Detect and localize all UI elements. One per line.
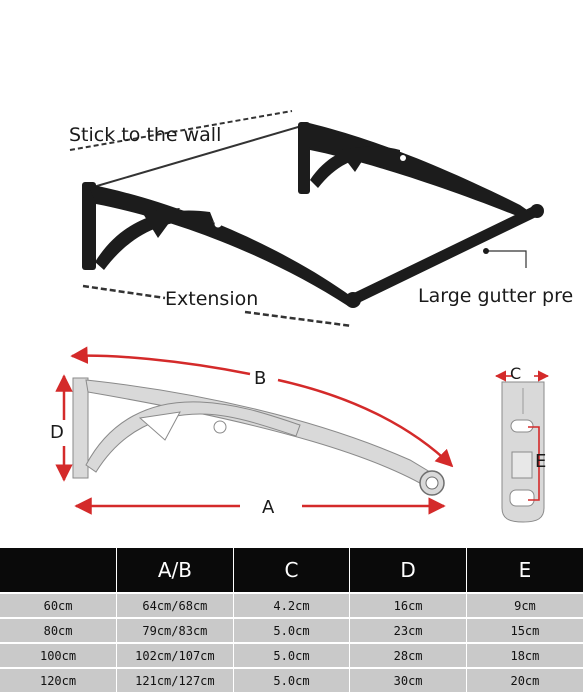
gutter-leader-line bbox=[486, 250, 527, 268]
extension-dashed-line-right bbox=[244, 310, 353, 328]
wall-dashed-line bbox=[69, 110, 293, 151]
dimension-e-bracket bbox=[528, 426, 540, 501]
back-bracket bbox=[298, 122, 530, 218]
table-row: 60cm 64cm/68cm 4.2cm 16cm 9cm bbox=[0, 592, 583, 618]
cell-c: 5.0cm bbox=[232, 617, 350, 643]
dimension-a-label: A bbox=[262, 497, 275, 518]
cell-d: 28cm bbox=[349, 642, 467, 668]
canopy-diagram: Stick to the wall Extension Large gutter… bbox=[50, 110, 573, 523]
header-size bbox=[0, 548, 117, 593]
cell-d: 23cm bbox=[349, 617, 467, 643]
gutter-label: Large gutter pre bbox=[418, 285, 573, 307]
header-d: D bbox=[349, 548, 467, 593]
cell-c: 5.0cm bbox=[232, 667, 350, 692]
cell-c: 4.2cm bbox=[232, 592, 350, 618]
cell-e: 9cm bbox=[465, 592, 583, 618]
table-header-row: A/B C D E bbox=[0, 548, 583, 593]
table-row: 120cm 121cm/127cm 5.0cm 30cm 20cm bbox=[0, 667, 583, 692]
cell-a-b: 102cm/107cm bbox=[116, 642, 234, 668]
dimension-b-arrow bbox=[70, 346, 251, 376]
extension-label: Extension bbox=[165, 288, 258, 310]
table-row: 100cm 102cm/107cm 5.0cm 28cm 18cm bbox=[0, 642, 583, 668]
canopy-frame bbox=[82, 122, 544, 308]
size-specification-table: A/B C D E 60cm 64cm/68cm 4.2cm 16cm 9cm … bbox=[0, 548, 583, 692]
dimension-b-arrow-right bbox=[277, 378, 454, 468]
cell-d: 16cm bbox=[349, 592, 467, 618]
header-c: C bbox=[232, 548, 350, 593]
cell-d: 30cm bbox=[349, 667, 467, 692]
cell-size: 60cm bbox=[0, 592, 117, 618]
bracket-side-view bbox=[72, 377, 445, 496]
cell-a-b: 121cm/127cm bbox=[116, 667, 234, 692]
cell-size: 80cm bbox=[0, 617, 117, 643]
dimension-e-label: E bbox=[535, 451, 546, 472]
front-bracket bbox=[82, 182, 356, 306]
gutter-cross-section bbox=[501, 381, 545, 523]
cell-a-b: 79cm/83cm bbox=[116, 617, 234, 643]
cell-size: 100cm bbox=[0, 642, 117, 668]
extension-dashed-line-left bbox=[82, 284, 166, 300]
cell-a-b: 64cm/68cm bbox=[116, 592, 234, 618]
header-e: E bbox=[465, 548, 583, 593]
cell-c: 5.0cm bbox=[232, 642, 350, 668]
cell-e: 20cm bbox=[465, 667, 583, 692]
cell-e: 15cm bbox=[465, 617, 583, 643]
dimension-b-label: B bbox=[254, 368, 266, 389]
stick-to-wall-label: Stick to the wall bbox=[69, 124, 221, 146]
cell-size: 120cm bbox=[0, 667, 117, 692]
table-row: 80cm 79cm/83cm 5.0cm 23cm 15cm bbox=[0, 617, 583, 643]
header-a-b: A/B bbox=[116, 548, 234, 593]
cell-e: 18cm bbox=[465, 642, 583, 668]
dimension-c-label: C bbox=[510, 364, 521, 383]
dimension-d-label: D bbox=[50, 422, 64, 443]
